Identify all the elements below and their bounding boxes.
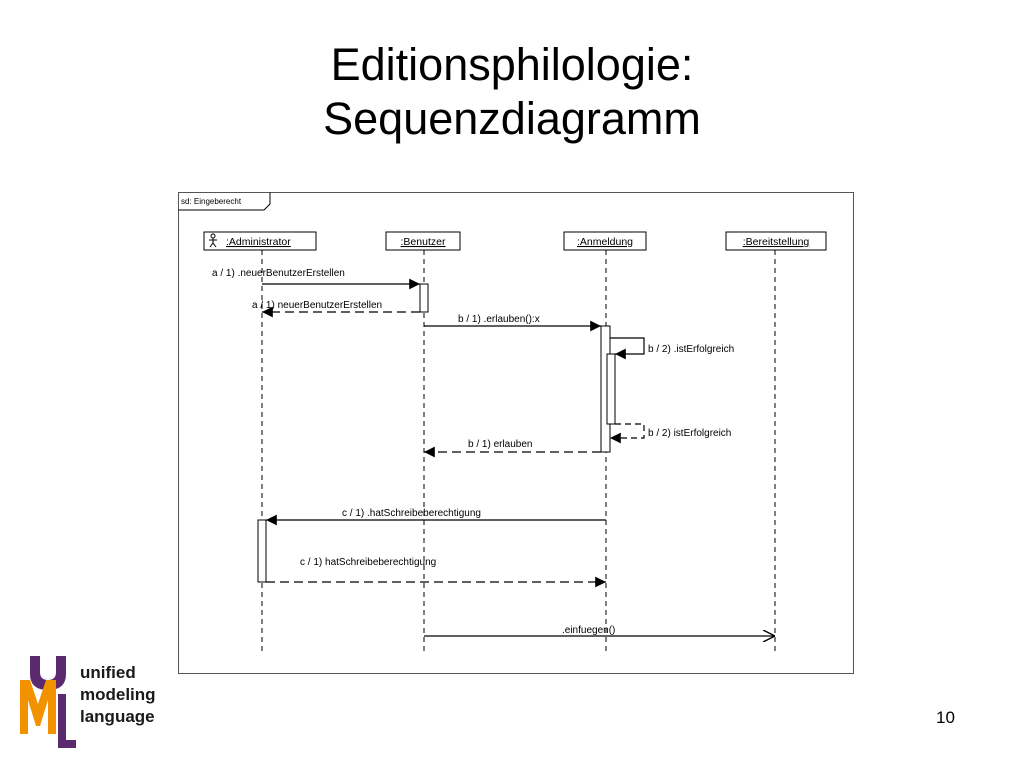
title-line-1: Editionsphilologie: [330,39,694,90]
message-label: .einfuegen() [562,625,615,636]
message-label: b / 2) istErfolgreich [648,428,731,439]
message-hat-schreibeberechtigung: c / 1) .hatSchreibeberechtigung [266,508,606,526]
diagram-frame [178,192,854,674]
lifeline-benutzer: :Benutzer [385,231,461,654]
activation-administrator [257,519,267,583]
lifeline-bereitstellung: :Bereitstellung [725,231,827,654]
message-hat-schreibeberechtigung-return: c / 1) hatSchreibeberechtigung [266,557,606,588]
message-label: a / 1) .neuerBenutzerErstellen [212,268,345,279]
title-line-2: Sequenzdiagramm [323,93,701,144]
actor-icon [209,233,217,248]
frame-label-tab [178,192,271,211]
message-erlauben-return: b / 1) erlauben [424,439,601,458]
logo-line-1: unified [80,663,136,682]
message-label: b / 1) erlauben [468,439,533,450]
message-label: c / 1) hatSchreibeberechtigung [300,557,436,568]
message-ist-erfolgreich: b / 2) .istErfolgreich [610,337,734,360]
slide-title: Editionsphilologie: Sequenzdiagramm [0,38,1024,146]
activation-anmeldung-nested [606,353,616,425]
activation-benutzer [419,283,429,313]
message-label: c / 1) .hatSchreibeberechtigung [342,508,481,519]
sequence-diagram: sd: Eingeberecht :Administrator :Benutze… [178,192,854,674]
message-label: b / 2) .istErfolgreich [648,344,734,355]
message-neuer-benutzer-erstellen: a / 1) .neuerBenutzerErstellen [212,268,420,290]
message-erlauben: b / 1) .erlauben():x [424,314,601,332]
logo-line-2: modeling [80,685,156,704]
lifeline-bereitstellung-label: :Bereitstellung [743,236,810,248]
lifeline-anmeldung-label: :Anmeldung [577,236,633,248]
message-neuer-benutzer-erstellen-return: a / 1) neuerBenutzerErstellen [252,300,420,318]
uml-logo: unified modeling language [18,650,158,750]
frame-label: sd: Eingeberecht [181,197,242,206]
uml-logo-mark: unified modeling language [20,656,156,748]
message-label: b / 1) .erlauben():x [458,314,540,325]
slide-number: 10 [936,708,955,727]
lifeline-benutzer-label: :Benutzer [401,236,446,248]
lifeline-administrator-label: :Administrator [226,236,291,248]
message-ist-erfolgreich-return: b / 2) istErfolgreich [610,423,731,444]
logo-line-3: language [80,707,155,726]
message-label: a / 1) neuerBenutzerErstellen [252,300,382,311]
message-einfuegen: .einfuegen() [424,625,775,636]
